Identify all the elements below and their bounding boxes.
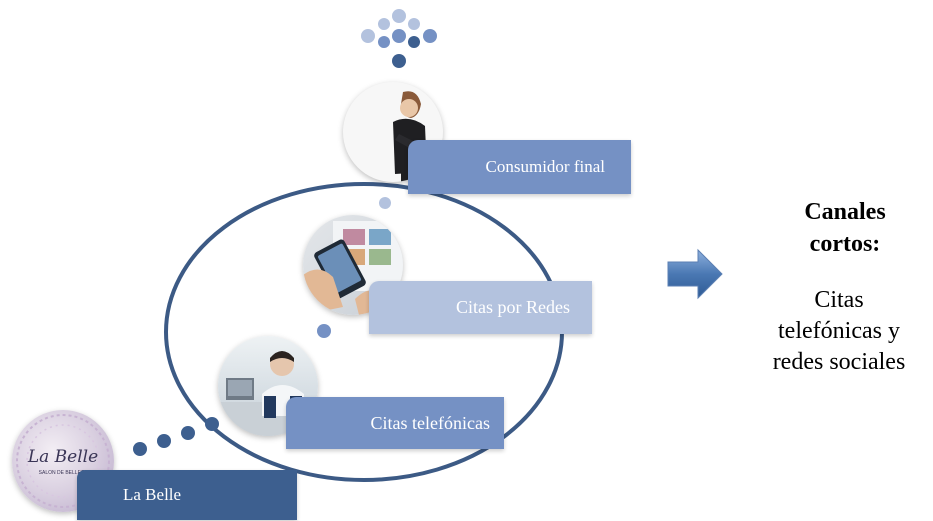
salon-logo-icon: La Belle SALON DE BELLEZA bbox=[12, 410, 114, 512]
conclusion-body-line: redes sociales bbox=[772, 349, 906, 375]
dot-connector-icon bbox=[133, 417, 219, 456]
conclusion-title-line: Canales bbox=[804, 199, 886, 225]
conclusion-title: Canales cortos: bbox=[760, 196, 930, 260]
stage-label-la-belle: La Belle bbox=[77, 470, 297, 520]
logo-text: La Belle bbox=[27, 447, 98, 467]
stage-label-text: Citas por Redes bbox=[456, 297, 570, 317]
dot-cluster-icon bbox=[361, 9, 437, 68]
dot-connector-icon bbox=[379, 197, 391, 209]
conclusion-body: Citas telefónicas y redes sociales bbox=[745, 285, 933, 378]
stage-label-text: La Belle bbox=[123, 485, 182, 504]
stage-label-text: Consumidor final bbox=[485, 157, 605, 176]
dot-connector-icon bbox=[317, 324, 331, 338]
conclusion-body-line: telefónicas y bbox=[778, 318, 900, 344]
conclusion-body-line: Citas bbox=[814, 287, 864, 313]
stage-label-citas-telefonicas: Citas telefónicas bbox=[286, 397, 504, 449]
conclusion-title-line: cortos: bbox=[809, 231, 881, 257]
stage-label-consumidor-final: Consumidor final bbox=[408, 140, 631, 194]
stage-label-citas-por-redes: Citas por Redes bbox=[369, 281, 592, 334]
logo-subtext: SALON DE BELLEZA bbox=[39, 470, 88, 476]
right-arrow-icon bbox=[667, 248, 723, 300]
stage-label-text: Citas telefónicas bbox=[370, 412, 490, 433]
